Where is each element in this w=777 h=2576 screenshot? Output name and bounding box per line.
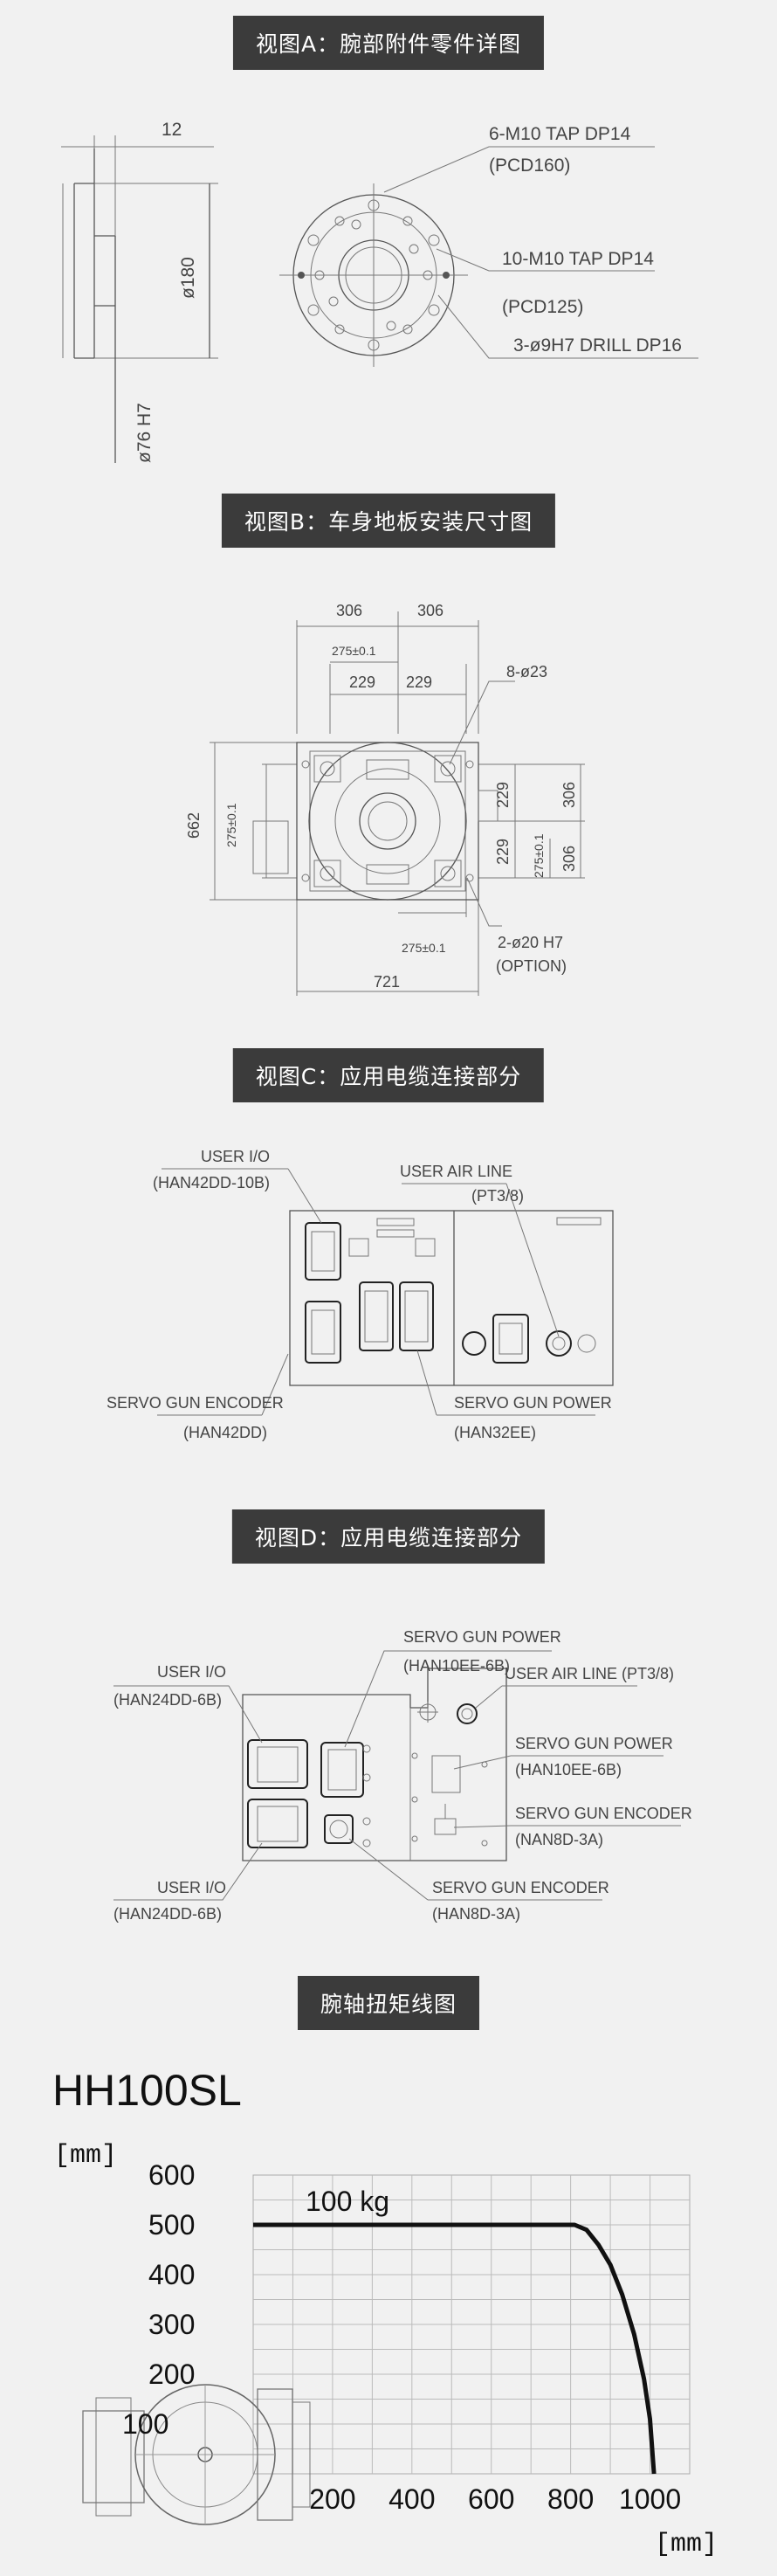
dim-275-bot: 275±0.1 [402,941,446,955]
label-c-power: SERVO GUN POWER [454,1394,612,1412]
label-holes8: 8-ø23 [506,663,547,680]
torque-chart: HH100SL [mm] [mm] 100 200 300 400 500 600 200 4… [52,2066,718,2559]
label-drill: 3-ø9H7 DRILL DP16 [513,335,682,356]
dim-275-left: 275±0.1 [224,803,238,847]
dim-229-r2: 229 [494,839,512,865]
connector-panel-d [113,1650,681,1901]
wrist-sketch [82,2384,311,2525]
chart-y-unit: [mm] [54,2141,117,2171]
y-tick-label: 600 [148,2159,195,2191]
label-option: (OPTION) [496,957,567,975]
view-a-drawing: 12 ø180 ø76 H7 6-M10 [61,120,698,463]
label-c-encoder: SERVO GUN ENCODER [107,1394,284,1412]
dim-229-r1: 229 [494,782,512,808]
section-title-d: 视图D：应用电缆连接部分 [231,1509,546,1564]
label-d-user-io-top: USER I/O [157,1663,226,1681]
label-c-encoder-part: (HAN42DD) [183,1424,267,1441]
dim-180: ø180 [178,257,198,299]
dim-721: 721 [374,973,400,991]
chart-ticks: 100 200 300 400 500 600 200 400 600 800 1000 [122,2159,681,2515]
label-d-power-part: (HAN10EE-6B) [403,1657,510,1675]
chart-series: 100 kg [253,2186,657,2475]
connector-panel-c [157,1168,614,1416]
label-d-encoder2: SERVO GUN ENCODER [515,1805,692,1822]
view-b-drawing: 306 306 275±0.1 229 229 8-ø23 275±0.1 66… [185,602,585,996]
robot-base-plate [252,680,515,927]
label-d-power: SERVO GUN POWER [403,1628,561,1646]
label-d-user-io-top-part: (HAN24DD-6B) [113,1691,222,1709]
dim-306-r2: 306 [560,846,578,872]
y-tick-label: 400 [148,2259,195,2290]
label-tap10: 10-M10 TAP DP14 [502,249,654,269]
x-tick-label: 600 [468,2483,514,2515]
label-d-encoder: SERVO GUN ENCODER [432,1879,609,1896]
dim-275-top: 275±0.1 [332,644,376,658]
label-d-user-io-bot: USER I/O [157,1879,226,1896]
y-tick-label: 300 [148,2309,195,2340]
chart-x-unit: [mm] [655,2530,718,2559]
dim-662: 662 [185,812,203,839]
x-tick-label: 200 [309,2483,355,2515]
label-c-power-part: (HAN32EE) [454,1424,536,1441]
dim-229b: 229 [406,673,432,691]
section-title-c: 视图C：应用电缆连接部分 [232,1048,545,1102]
view-c-drawing: USER I/O (HAN42DD-10B) USER AIR LINE (PT… [107,1148,614,1441]
label-c-user-io-part: (HAN42DD-10B) [153,1174,270,1191]
label-c-air: USER AIR LINE [400,1163,512,1180]
label-d-power2: SERVO GUN POWER [515,1735,673,1752]
y-tick-label: 200 [148,2358,195,2390]
x-tick-label: 1000 [619,2483,681,2515]
flange-side-profile [61,135,218,463]
label-tap6: 6-M10 TAP DP14 [489,124,631,144]
label-c-air-part: (PT3/8) [471,1187,524,1205]
label-d-air: USER AIR LINE (PT3/8) [505,1665,674,1682]
flange-front-view [279,146,698,367]
dim-306a: 306 [336,602,362,619]
view-d-drawing: SERVO GUN POWER (HAN10EE-6B) USER I/O (H… [113,1628,692,1923]
dim-229a: 229 [349,673,375,691]
label-pcd125: (PCD125) [502,297,583,317]
series-line [253,2222,657,2475]
dim-306b: 306 [417,602,444,619]
section-title-torque: 腕轴扭矩线图 [297,1976,480,2030]
x-tick-label: 800 [547,2483,594,2515]
y-tick-label: 100 [122,2408,168,2440]
section-title-b: 视图B：车身地板安装尺寸图 [221,494,556,548]
dim-306-r1: 306 [560,782,578,808]
label-d-encoder-part: (HAN8D-3A) [432,1905,520,1923]
label-d-user-io-bot-part: (HAN24DD-6B) [113,1905,222,1923]
section-title-a: 视图A：腕部附件零件详图 [232,16,545,70]
label-d-power2-part: (HAN10EE-6B) [515,1761,622,1778]
dim-76: ø76 H7 [134,403,155,463]
label-pcd160: (PCD160) [489,155,570,176]
chart-grid [252,2174,691,2475]
dim-12: 12 [162,120,182,140]
y-tick-label: 500 [148,2209,195,2241]
dim-275-r: 275±0.1 [532,833,546,878]
x-tick-label: 400 [388,2483,435,2515]
chart-title: HH100SL [52,2066,242,2115]
series-label: 100 kg [306,2186,389,2217]
label-holes2: 2-ø20 H7 [498,934,563,951]
label-d-encoder2-part: (NAN8D-3A) [515,1831,603,1848]
label-c-user-io: USER I/O [201,1148,270,1165]
